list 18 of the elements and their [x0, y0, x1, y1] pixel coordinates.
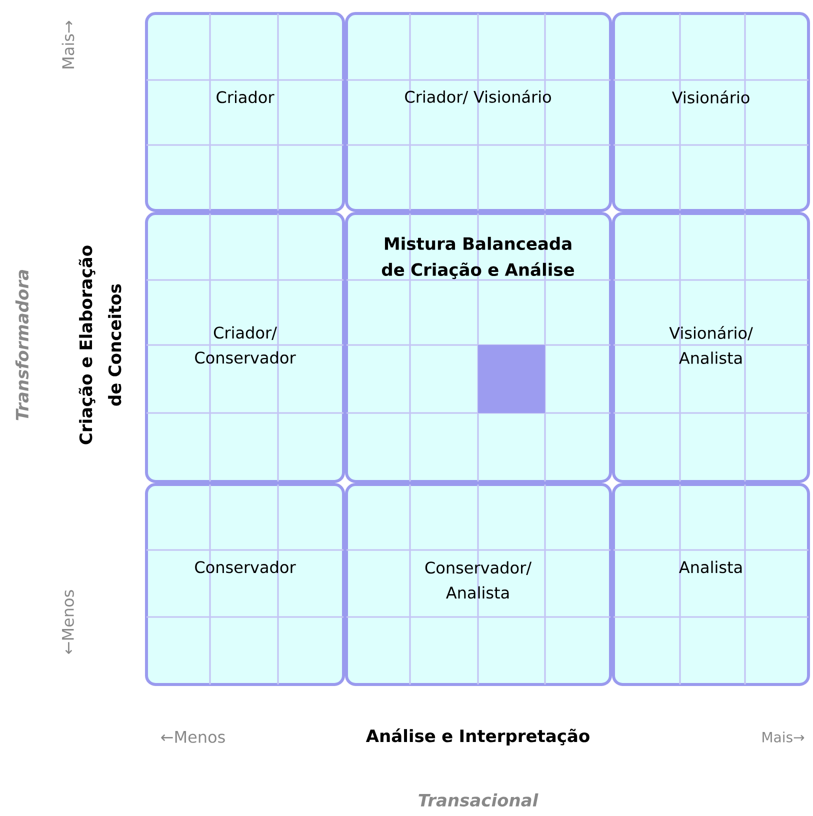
quadrant-cell: Analista [612, 483, 810, 686]
axis-caption: Transformadora [15, 270, 29, 420]
marker-square [478, 345, 545, 413]
axis-caption: Transacional [418, 793, 538, 807]
axis-end-label: ←Menos [161, 731, 225, 743]
quadrant-cell: Conservador [145, 483, 345, 686]
quadrant-cell: Conservador/ Analista [345, 483, 612, 686]
axis-title: Criação e Elaboração de Conceitos [78, 246, 122, 444]
axis-title: Análise e Interpretação [366, 728, 590, 746]
axis-end-label: Mais→ [762, 732, 804, 742]
quadrant-cell: Criador/ Visionário [345, 12, 612, 212]
quadrant-cell: Criador/ Conservador [145, 212, 345, 483]
axis-end-label: ←Menos [62, 590, 74, 654]
quadrant-cell: Visionário [612, 12, 810, 212]
quadrant-cell: Criador [145, 12, 345, 212]
quadrant-cell: Mistura Balanceada de Criação e Análise [345, 212, 612, 483]
quadrant-cell: Visionário/ Analista [612, 212, 810, 483]
axis-end-label: Mais→ [62, 20, 74, 68]
